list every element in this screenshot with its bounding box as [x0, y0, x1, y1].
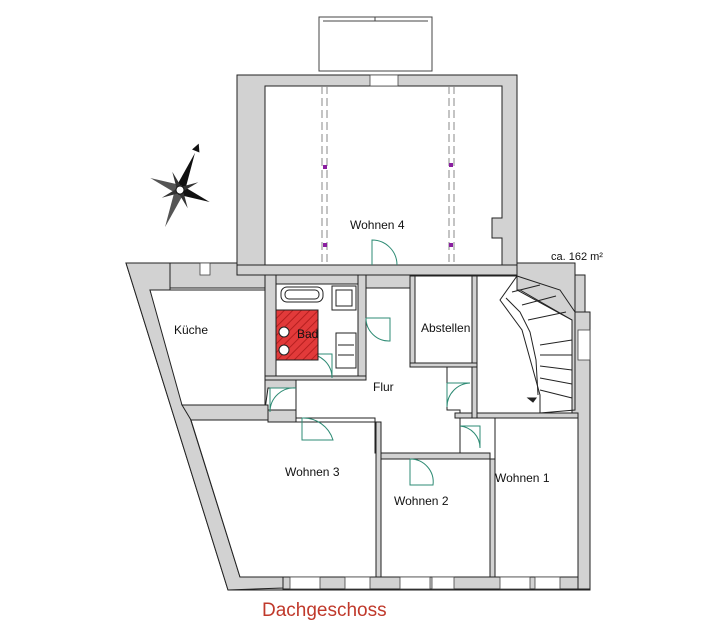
- plan-title: Dachgeschoss: [262, 600, 387, 621]
- room-label-wohnen1: Wohnen 1: [495, 471, 550, 485]
- partition-walls: [181, 264, 579, 578]
- room-label-abstellen: Abstellen: [421, 321, 470, 335]
- windows: [199, 74, 591, 590]
- roof-lines: [321, 86, 455, 265]
- room-interiors: [149, 85, 579, 578]
- room-label-flur: Flur: [373, 380, 394, 394]
- spiral-stair: [499, 275, 576, 414]
- balcony: [318, 16, 433, 72]
- area-label: ca. 162 m²: [551, 251, 603, 263]
- roof-markers: [323, 163, 453, 247]
- doors: [269, 239, 481, 486]
- room-label-kueche: Küche: [174, 323, 208, 337]
- room-label-wohnen4: Wohnen 4: [350, 218, 405, 232]
- north-arrow-icon: [150, 143, 210, 228]
- bath-fixtures: [275, 285, 357, 369]
- room-label-wohnen3: Wohnen 3: [285, 465, 340, 479]
- room-label-bad: Bad: [297, 327, 318, 341]
- room-label-wohnen2: Wohnen 2: [394, 494, 449, 508]
